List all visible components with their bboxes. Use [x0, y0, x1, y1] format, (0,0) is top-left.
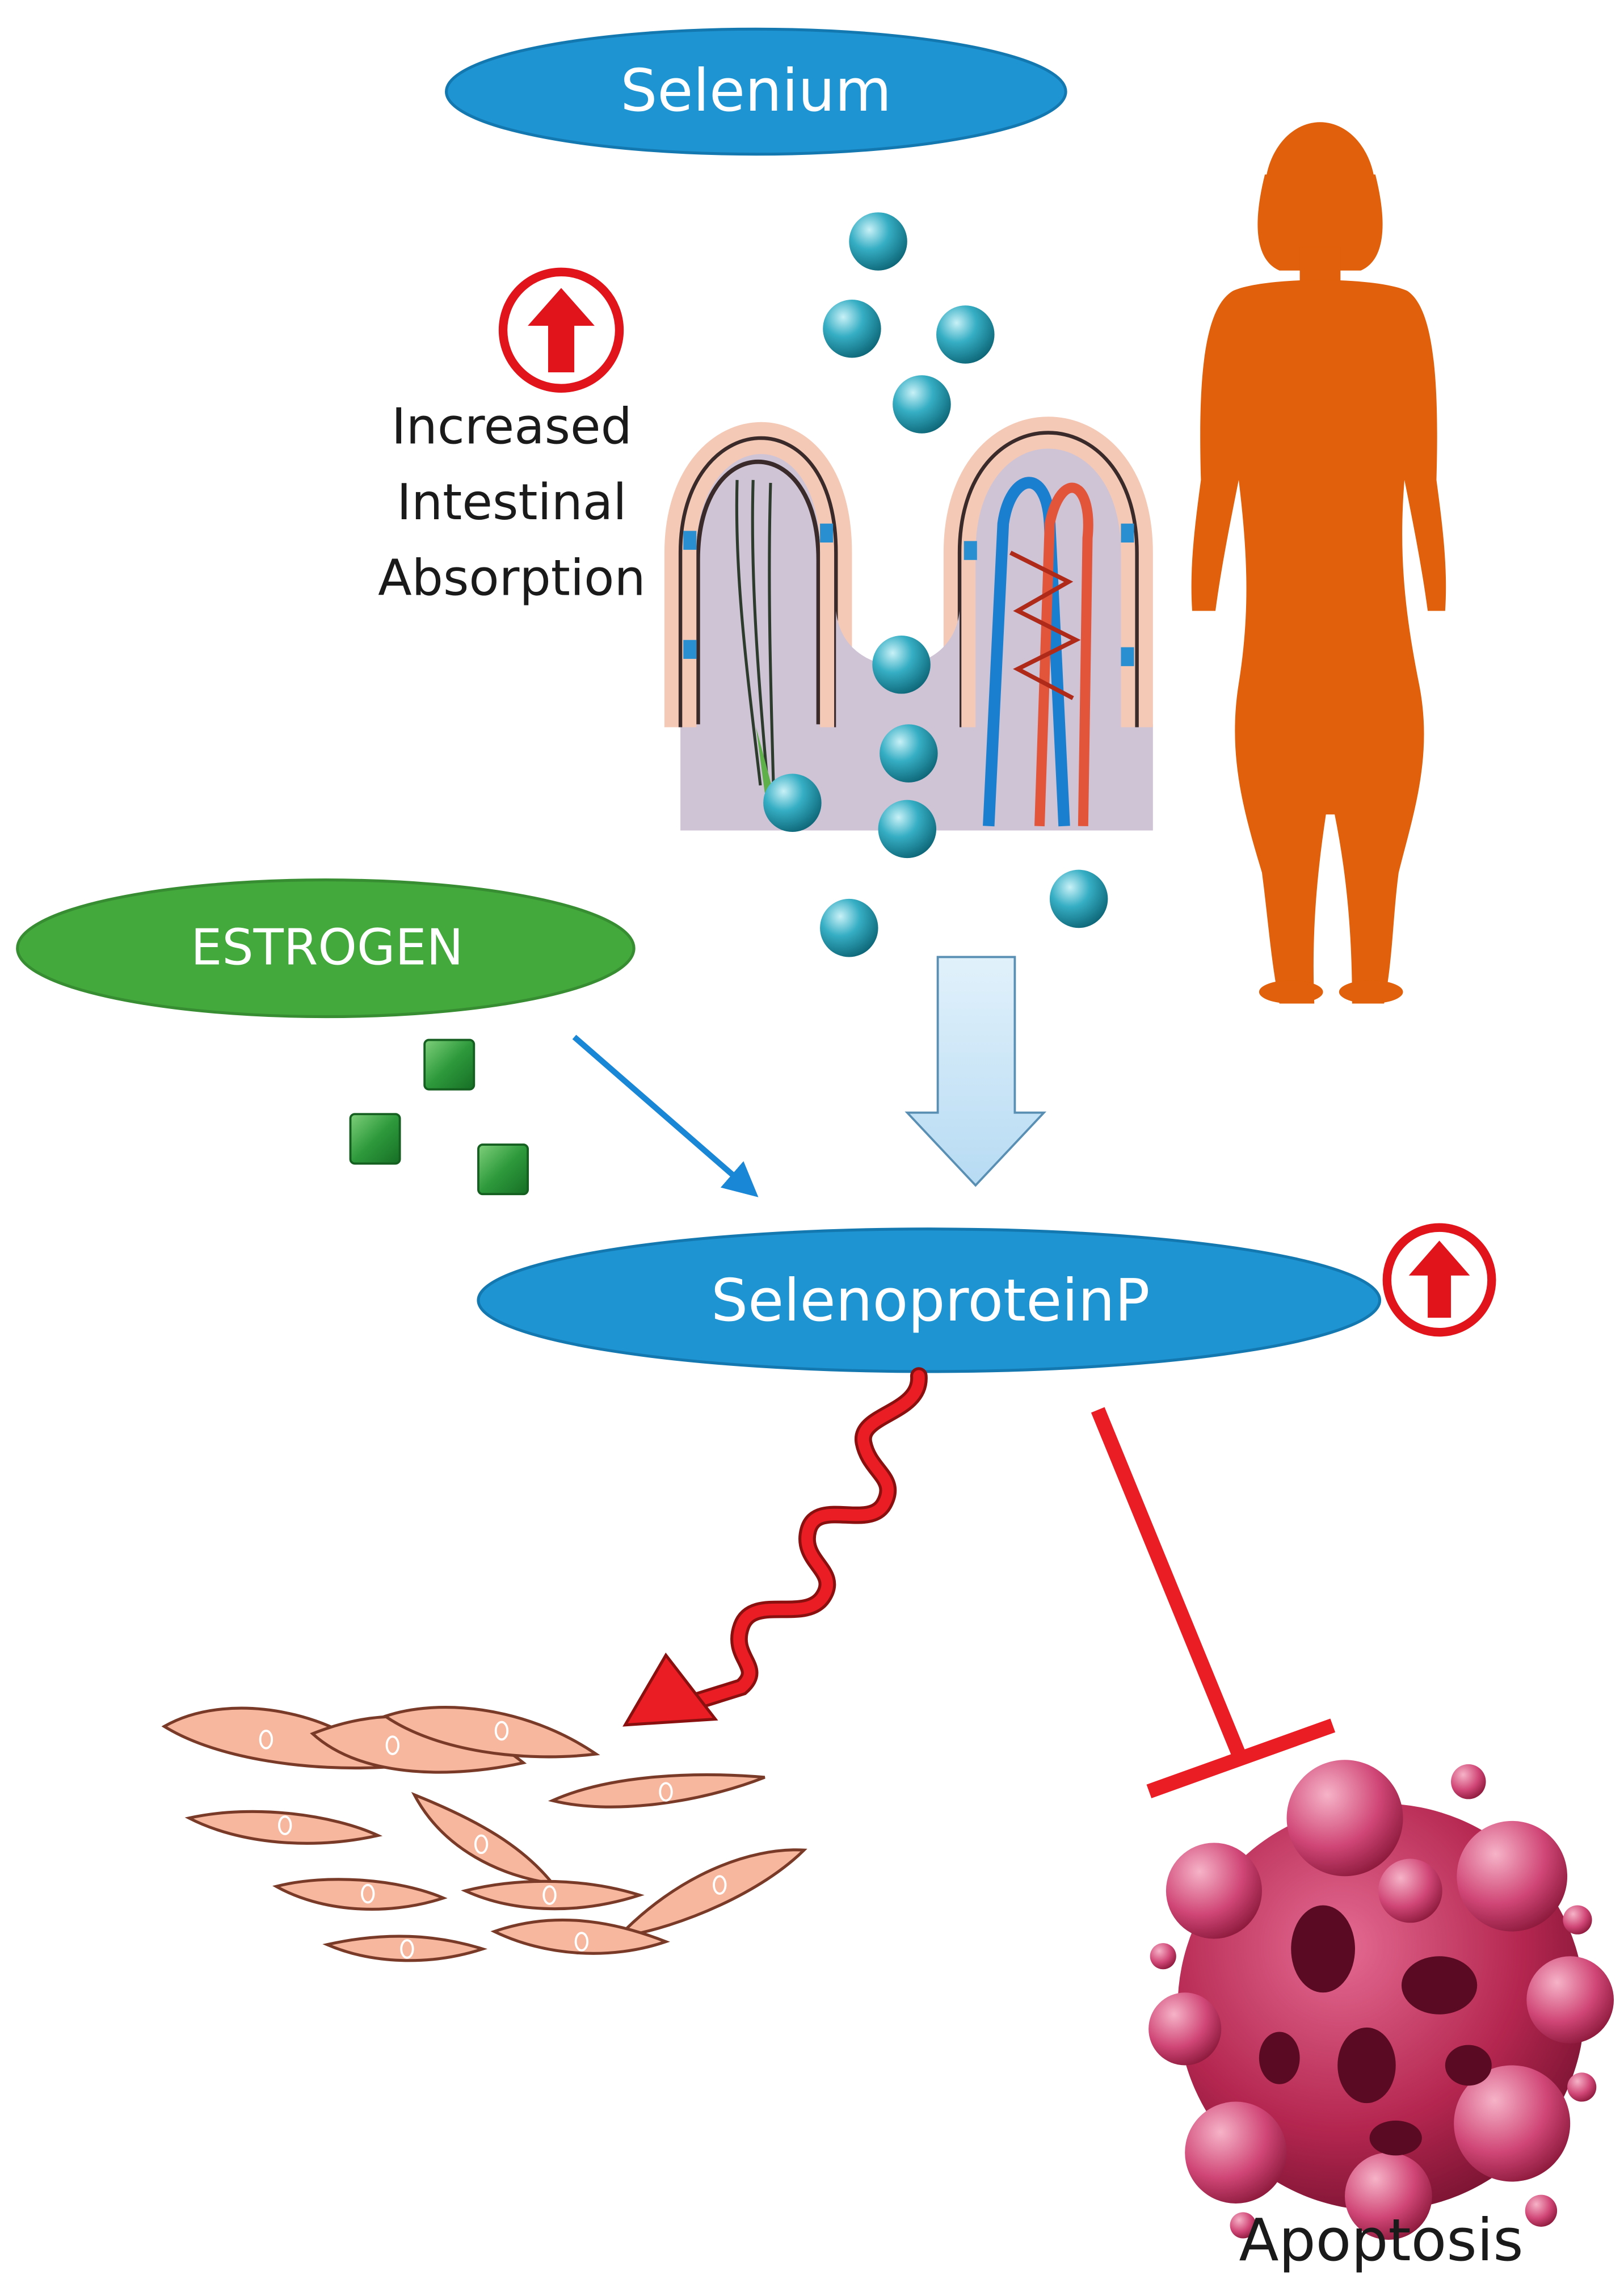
estrogen-arrow	[572, 1035, 759, 1197]
selenium-particles	[763, 212, 1108, 957]
estrogen-particle	[477, 1143, 529, 1196]
selenoprotein-oval	[477, 1227, 1382, 1373]
selenium-particle	[820, 898, 878, 957]
estrogen-particles	[349, 1038, 529, 1196]
selenium-particle	[1049, 869, 1108, 928]
selenium-particle	[936, 305, 995, 364]
increased-absorption-line1: Increased	[391, 398, 632, 457]
increased-absorption-line2: Intestinal	[397, 474, 627, 533]
increased-absorption-label: Increased Intestinal Absorption	[346, 390, 678, 617]
estrogen-oval	[16, 878, 636, 1019]
estrogen-particle	[423, 1038, 476, 1091]
selenium-particle	[823, 299, 881, 358]
wavy-red-arrow-core	[689, 1370, 925, 1708]
human-silhouette-icon	[1191, 122, 1446, 1004]
increased-absorption-line3: Absorption	[378, 549, 646, 608]
selenoprotein-label: SelenoproteinP	[711, 1268, 1150, 1335]
selenium-oval	[445, 27, 1067, 156]
up-arrow-icon	[1382, 1223, 1496, 1337]
selenium-particle	[878, 800, 937, 859]
selenium-particle	[893, 375, 951, 434]
selenium-particle	[880, 724, 938, 783]
estrogen-label: ESTROGEN	[191, 919, 464, 978]
muscle-cells-icon	[161, 1706, 807, 1962]
apoptosis-label: Apoptosis	[1239, 2207, 1524, 2275]
estrogen-particle	[349, 1113, 401, 1165]
up-arrow-icon	[498, 267, 624, 393]
selenium-particle	[849, 212, 907, 271]
flow-arrow-down	[904, 956, 1047, 1187]
selenium-particle	[872, 636, 931, 694]
selenium-label: Selenium	[620, 58, 892, 125]
inhibition-bar	[1091, 1407, 1336, 1798]
selenium-particle	[763, 773, 822, 832]
wavy-arrow-head	[622, 1652, 718, 1727]
cell-nuclei	[259, 1721, 727, 1959]
apoptotic-cell-icon	[1148, 1760, 1614, 2240]
